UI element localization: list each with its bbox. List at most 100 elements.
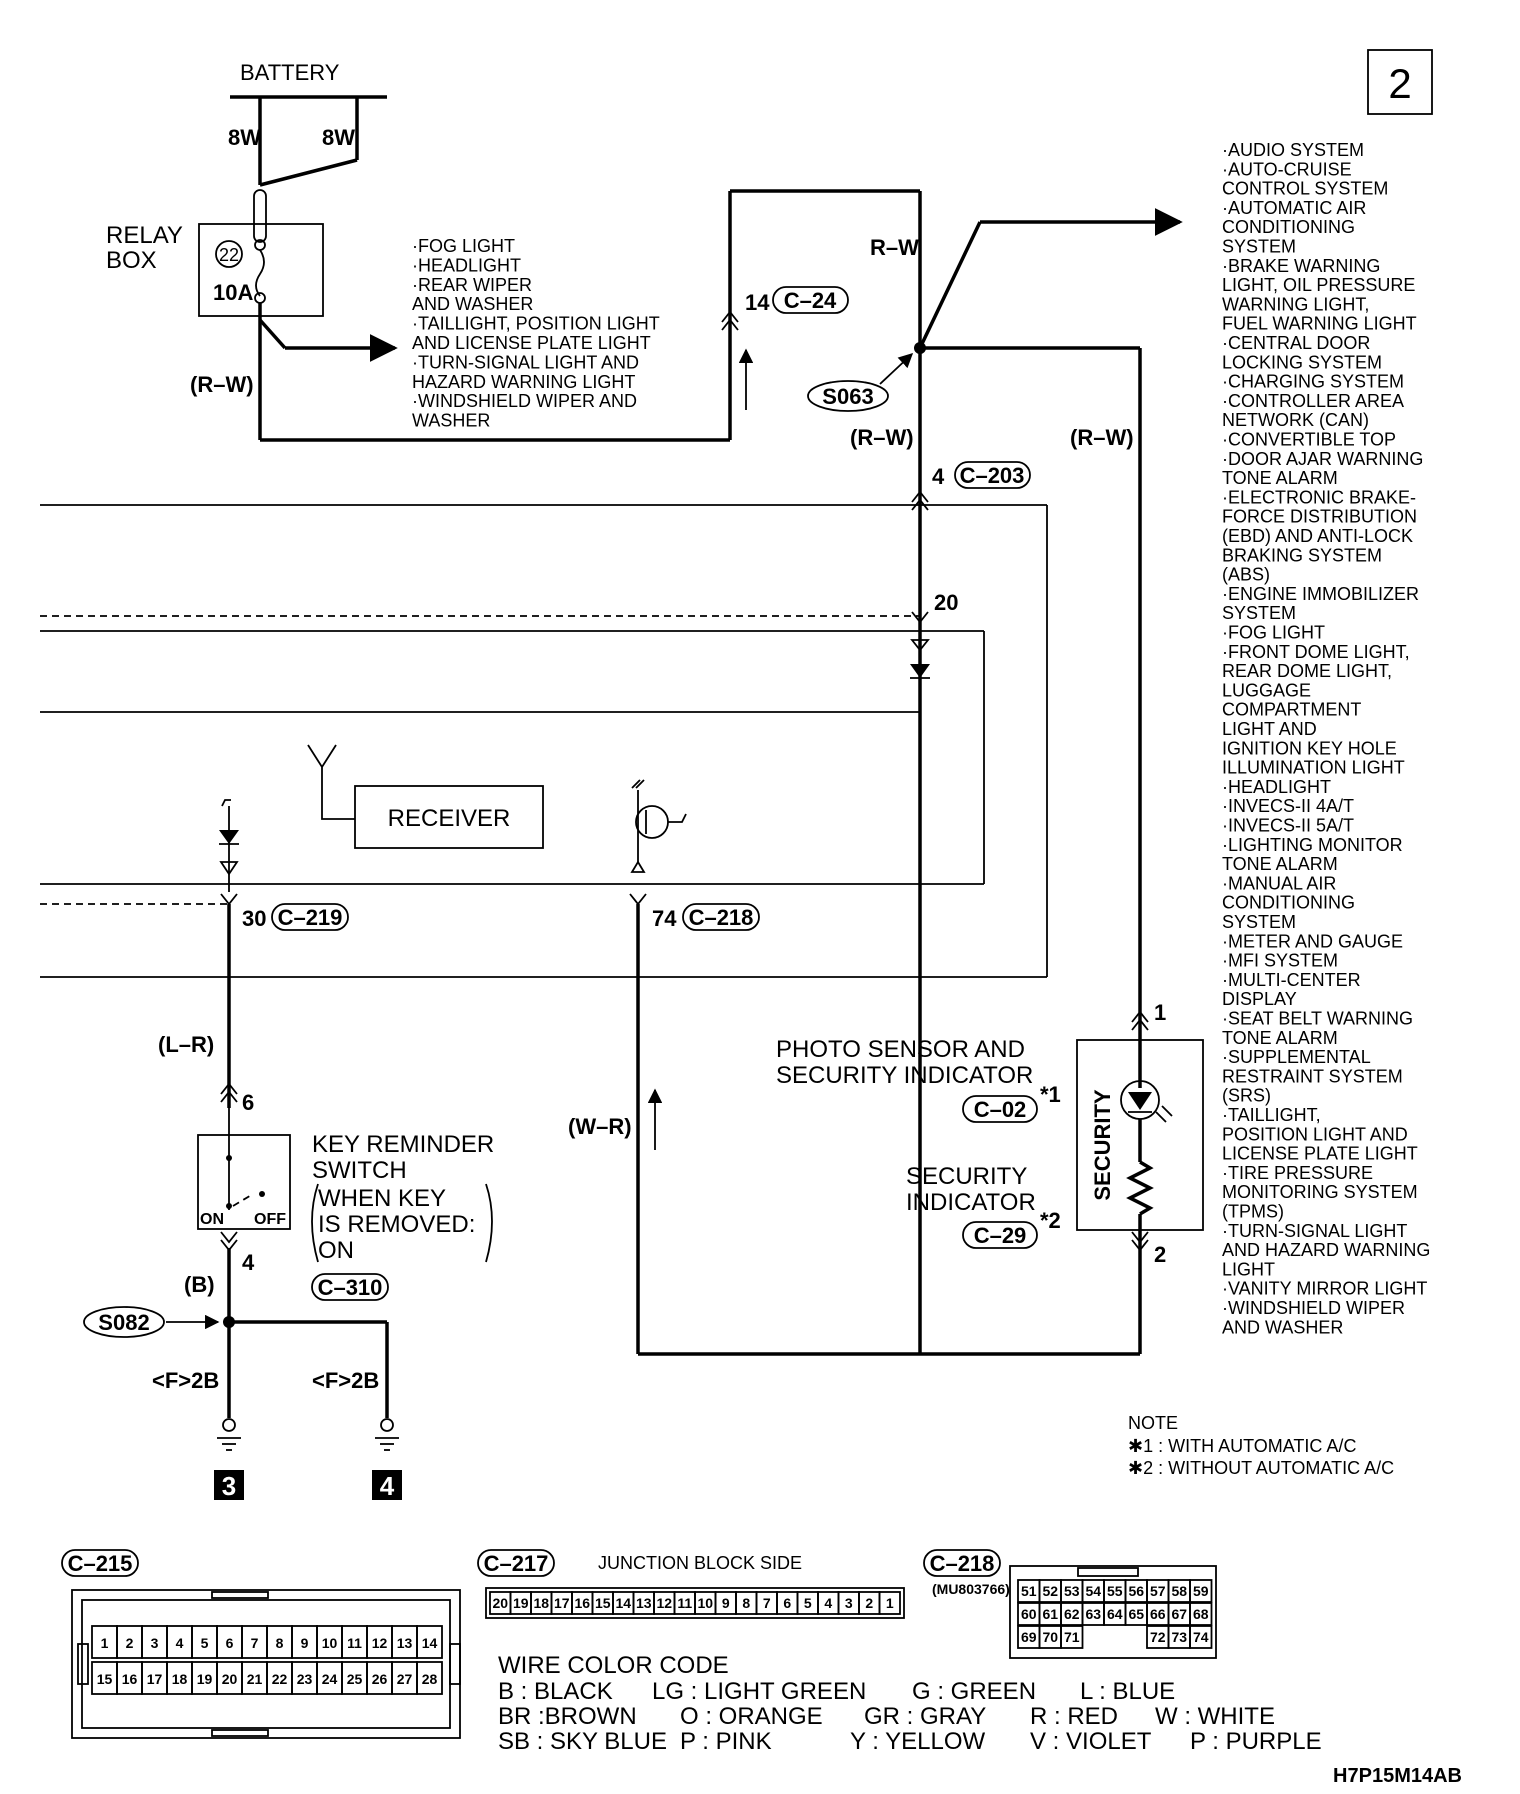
c218-pin-number: 51: [1021, 1583, 1037, 1599]
system-list-item: ·SUPPLEMENTAL: [1222, 1047, 1371, 1067]
system-list-item: (EBD) AND ANTI-LOCK: [1222, 526, 1413, 546]
fuse-rating: 10A: [213, 280, 253, 305]
system-list-item: ·LIGHTING MONITOR: [1222, 835, 1403, 855]
system-list-item: SYSTEM: [1222, 237, 1296, 257]
key-reminder-cond-2: IS REMOVED:: [318, 1211, 475, 1238]
system-list-item: TONE ALARM: [1222, 468, 1338, 488]
system-list-item: COMPARTMENT: [1222, 700, 1361, 720]
switch-on-label: ON: [200, 1211, 224, 1228]
wire-color-code-entry: BR :BROWN: [498, 1703, 637, 1730]
c218-housing: [1009, 1565, 1217, 1659]
system-list-item: ·MANUAL AIR: [1222, 873, 1336, 893]
system-list-item: ·HEADLIGHT: [1222, 777, 1331, 797]
c218-pin-number: 57: [1150, 1583, 1166, 1599]
c218-pin-number: 56: [1128, 1583, 1144, 1599]
c215-pin-number: 21: [247, 1671, 263, 1687]
c215-pin-number: 18: [172, 1671, 188, 1687]
c215-pin-number: 6: [226, 1635, 234, 1651]
c02-name: C–02: [974, 1097, 1027, 1122]
page-number-box: [1367, 49, 1433, 115]
c218-pin-number: 64: [1107, 1606, 1123, 1622]
c218-pin-number: 53: [1064, 1583, 1080, 1599]
c215-pin-number: 3: [151, 1635, 159, 1651]
transistor-icon: [631, 779, 645, 789]
c217-pin-number: 3: [845, 1595, 853, 1611]
security-label-1: SECURITY: [906, 1163, 1027, 1190]
c217-pin-number: 9: [722, 1595, 730, 1611]
system-list-item: (ABS): [1222, 565, 1270, 585]
c218-pin-number: 58: [1171, 1583, 1187, 1599]
battery-wire-right: 8W: [322, 125, 355, 150]
fuse-load-line: ·WINDSHIELD WIPER AND: [412, 391, 637, 411]
c203-pin: 4: [932, 464, 945, 489]
c217-pin-number: 2: [865, 1595, 873, 1611]
system-list-item: LUGGAGE: [1222, 680, 1311, 700]
c215-pin-number: 24: [322, 1671, 338, 1687]
c217-pin-number: 13: [636, 1595, 652, 1611]
wire-color-rw-left: (R–W): [850, 425, 914, 450]
c218-pin-number: 54: [1085, 1583, 1101, 1599]
system-list-item: ·INVECS-II 5A/T: [1222, 816, 1354, 836]
key-reminder-title-2: SWITCH: [312, 1157, 407, 1184]
wire-color-rw-fuse: (R–W): [190, 372, 254, 397]
wire-color-rw-right: (R–W): [1070, 425, 1134, 450]
c218-pin-number: 61: [1042, 1606, 1058, 1622]
system-list-item: ·INVECS-II 4A/T: [1222, 796, 1354, 816]
system-list-item: LICENSE PLATE LIGHT: [1222, 1144, 1418, 1164]
ground-label-left: <F>2B: [152, 1368, 219, 1393]
ground-ref-right: 4: [380, 1471, 395, 1501]
relay-box-label-2: BOX: [106, 247, 157, 274]
system-list-item: ·AUDIO SYSTEM: [1222, 140, 1364, 160]
c218-view-name: C–218: [930, 1551, 995, 1576]
c217-pin-number: 4: [824, 1595, 832, 1611]
system-list-item: WARNING LIGHT,: [1222, 294, 1369, 314]
system-list-item: LIGHT: [1222, 1259, 1275, 1279]
fuse-load-line: WASHER: [412, 411, 490, 431]
system-list-item: IGNITION KEY HOLE: [1222, 738, 1397, 758]
c218-part-no: (MU803766): [932, 1581, 1010, 1597]
c29-name: C–29: [974, 1223, 1027, 1248]
c218-pin-number: 71: [1064, 1629, 1080, 1645]
wire-color-code-entry: B : BLACK: [498, 1678, 613, 1705]
c215-pin-number: 10: [322, 1635, 338, 1651]
c217-pin-number: 12: [656, 1595, 672, 1611]
ground-symbol-right: [375, 1418, 399, 1451]
c215-pin-cell: [416, 1625, 443, 1659]
system-list-item: ·VANITY MIRROR LIGHT: [1222, 1279, 1427, 1299]
fuse-load-line: AND WASHER: [412, 294, 533, 314]
fuse-load-line: AND LICENSE PLATE LIGHT: [412, 333, 651, 353]
c215-pin-number: 5: [201, 1635, 209, 1651]
system-list-item: LOCKING SYSTEM: [1222, 352, 1382, 372]
wire-color-code-entry: G : GREEN: [912, 1678, 1036, 1705]
c218-pin-number: 62: [1064, 1606, 1080, 1622]
c215-pin-number: 20: [222, 1671, 238, 1687]
system-list-item: SYSTEM: [1222, 912, 1296, 932]
system-list-item: ·ENGINE IMMOBILIZER: [1222, 584, 1419, 604]
system-list-item: ·WINDSHIELD WIPER: [1222, 1298, 1405, 1318]
c217-pin-number: 11: [677, 1595, 692, 1611]
splice-s082-label: S082: [98, 1310, 149, 1335]
c218-name: C–218: [689, 905, 754, 930]
fuse-load-line: HAZARD WARNING LIGHT: [412, 372, 635, 392]
c215-pin-number: 17: [147, 1671, 163, 1687]
systems-list: ·AUDIO SYSTEM·AUTO-CRUISE CONTROL SYSTEM…: [1222, 140, 1430, 1337]
c215-pin-number: 27: [397, 1671, 413, 1687]
system-list-item: ·TURN-SIGNAL LIGHT: [1222, 1221, 1407, 1241]
system-list-item: ·CONVERTIBLE TOP: [1222, 430, 1396, 450]
fuse-link: [253, 189, 267, 243]
c217-pin-number: 1: [886, 1595, 894, 1611]
c218-pin-number: 59: [1193, 1583, 1209, 1599]
system-list-item: ·DOOR AJAR WARNING: [1222, 449, 1423, 469]
c215-pin-number: 14: [422, 1635, 438, 1651]
c219-pin: 30: [242, 906, 266, 931]
fuse-load-line: ·TURN-SIGNAL LIGHT AND: [412, 352, 639, 372]
system-list-item: LIGHT, OIL PRESSURE: [1222, 275, 1415, 295]
c217-pin-number: 7: [763, 1595, 771, 1611]
battery-wire-left: 8W: [228, 125, 261, 150]
system-list-item: CONTROL SYSTEM: [1222, 179, 1388, 199]
system-list-item: TONE ALARM: [1222, 854, 1338, 874]
fuse-number-circle: [215, 240, 243, 268]
wire-color-b: (B): [184, 1272, 215, 1297]
